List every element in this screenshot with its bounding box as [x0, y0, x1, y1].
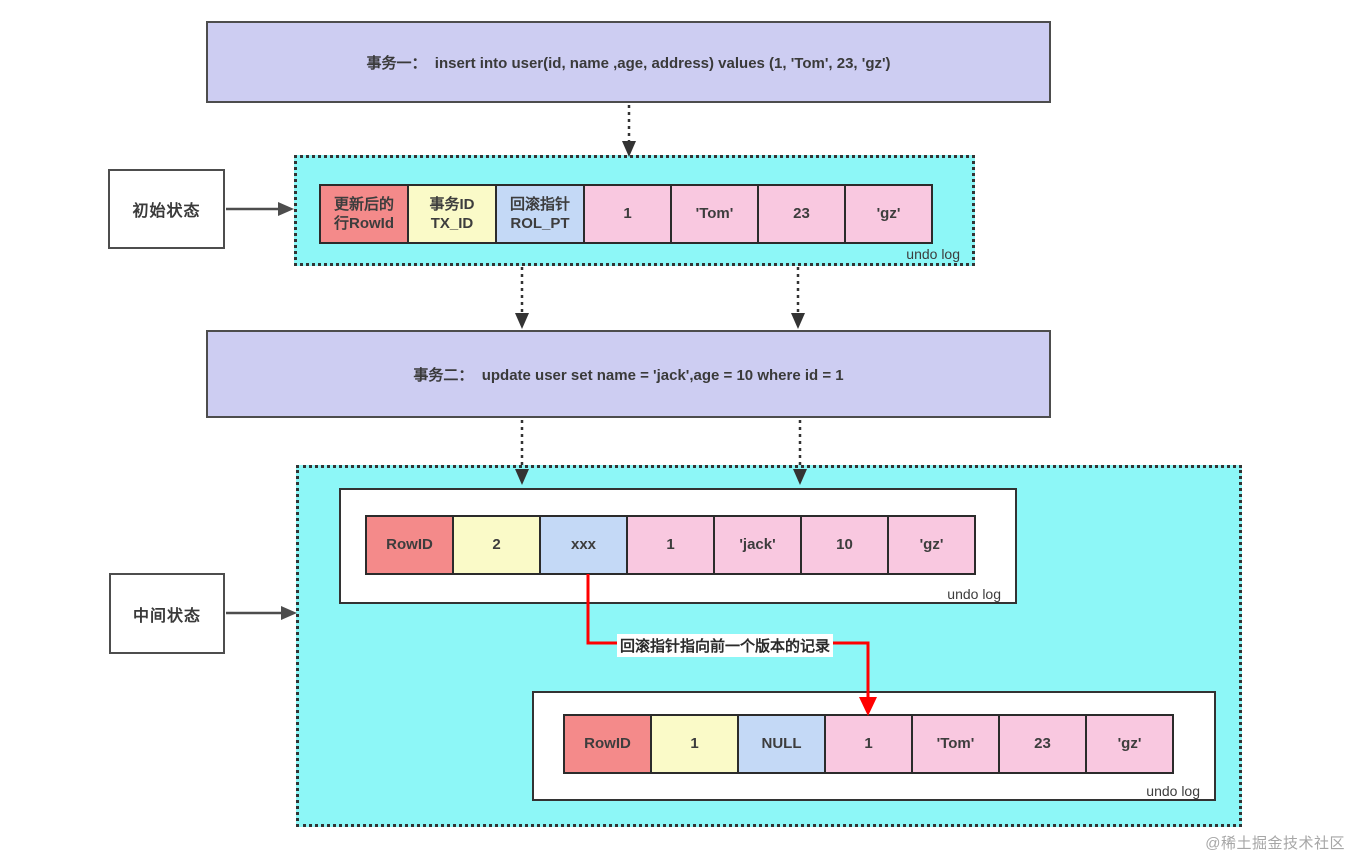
cell-value-address: 'gz' — [844, 184, 933, 244]
cell-value-age: 10 — [800, 515, 889, 575]
record-row-initial: 更新后的 行RowId 事务ID TX_ID 回滚指针 ROL_PT 1 'To… — [319, 184, 933, 244]
rollback-note-label: 回滚指针指向前一个版本的记录 — [617, 634, 834, 657]
initial-state-box: 初始状态 — [108, 169, 225, 249]
cell-tx-id: 事务ID TX_ID — [407, 184, 497, 244]
undo-log-caption: undo log — [1146, 783, 1200, 799]
current-version-record-box: RowID 2 xxx 1 'jack' 10 'gz' undo log — [339, 488, 1017, 604]
undo-log-caption: undo log — [947, 586, 1001, 602]
intermediate-state-label: 中间状态 — [132, 607, 201, 625]
cell-roll-ptr: xxx — [539, 515, 628, 575]
previous-version-record-box: RowID 1 NULL 1 'Tom' 23 'gz' undo log — [532, 691, 1216, 801]
cell-row-id: RowID — [563, 714, 652, 774]
cell-value-name: 'Tom' — [911, 714, 1000, 774]
dashed-arrow-initial-to-txn2-right — [791, 267, 805, 329]
cell-tx-id: 1 — [650, 714, 739, 774]
cell-row-id: 更新后的 行RowId — [319, 184, 409, 244]
intermediate-state-box: 中间状态 — [109, 573, 225, 654]
undo-log-area-intermediate: RowID 2 xxx 1 'jack' 10 'gz' undo log Ro… — [296, 465, 1242, 827]
cell-row-id: RowID — [365, 515, 454, 575]
cell-roll-ptr: 回滚指针 ROL_PT — [495, 184, 585, 244]
dashed-arrow-txn1-to-initial — [622, 105, 636, 157]
arrow-intermediate-state — [226, 606, 297, 620]
initial-state-label: 初始状态 — [132, 203, 201, 220]
cell-tx-id: 2 — [452, 515, 541, 575]
cell-value-address: 'gz' — [887, 515, 976, 575]
record-row-updated: RowID 2 xxx 1 'jack' 10 'gz' — [365, 515, 976, 575]
dashed-arrow-initial-to-txn2-left — [515, 267, 529, 329]
transaction1-label: 事务一： insert into user(id, name ,age, add… — [366, 54, 891, 72]
cell-roll-ptr: NULL — [737, 714, 826, 774]
transaction1-box: 事务一： insert into user(id, name ,age, add… — [206, 21, 1051, 103]
transaction2-label: 事务二： update user set name = 'jack',age =… — [413, 366, 844, 384]
undo-log-caption: undo log — [906, 246, 960, 262]
watermark-text: @稀土掘金技术社区 — [1205, 835, 1345, 852]
record-row-previous: RowID 1 NULL 1 'Tom' 23 'gz' — [563, 714, 1174, 774]
cell-value-name: 'jack' — [713, 515, 802, 575]
transaction2-box: 事务二： update user set name = 'jack',age =… — [206, 330, 1051, 418]
cell-value-address: 'gz' — [1085, 714, 1174, 774]
arrow-initial-state — [226, 202, 294, 216]
undo-log-area-initial: 更新后的 行RowId 事务ID TX_ID 回滚指针 ROL_PT 1 'To… — [294, 155, 975, 266]
cell-value-id: 1 — [583, 184, 672, 244]
cell-value-age: 23 — [757, 184, 846, 244]
cell-value-id: 1 — [626, 515, 715, 575]
cell-value-age: 23 — [998, 714, 1087, 774]
cell-value-id: 1 — [824, 714, 913, 774]
cell-value-name: 'Tom' — [670, 184, 759, 244]
